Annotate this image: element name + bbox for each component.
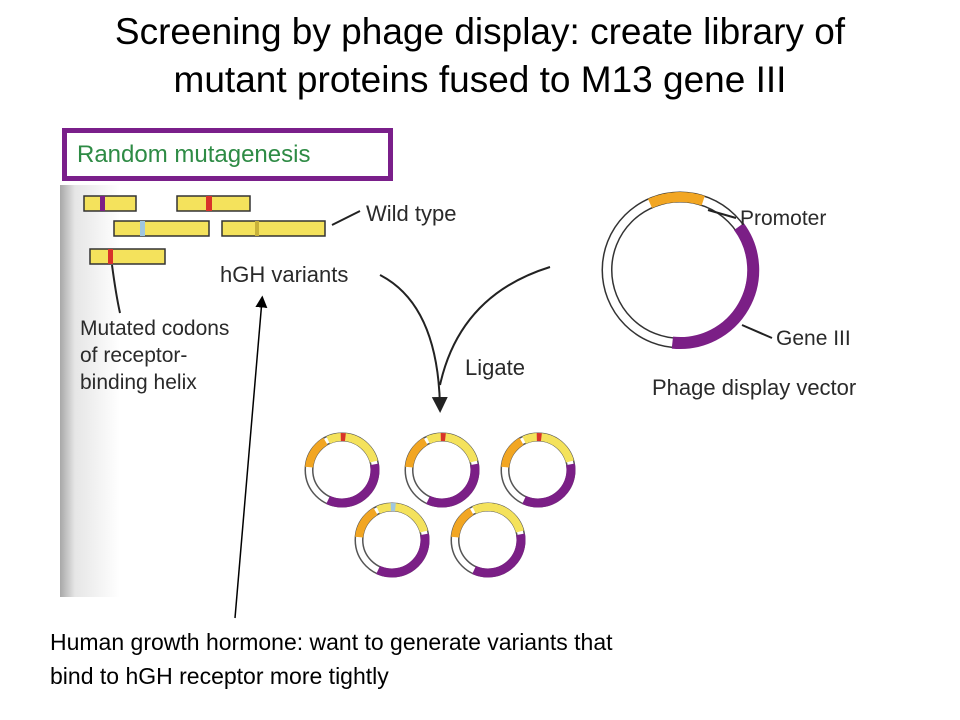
library-insert-segment bbox=[326, 433, 378, 463]
library-gene-iii-segment bbox=[376, 533, 430, 578]
library-promoter-segment bbox=[405, 437, 428, 468]
library-gene-iii-segment bbox=[326, 463, 380, 508]
title-line-1: Screening by phage display: create libra… bbox=[114, 11, 846, 52]
library-promoter-segment bbox=[451, 507, 474, 538]
gene-bar bbox=[176, 195, 251, 212]
gene-bar bbox=[113, 220, 210, 237]
promoter-label: Promoter bbox=[740, 207, 826, 230]
caption: Human growth hormone: want to generate v… bbox=[50, 625, 930, 693]
gene-bar bbox=[89, 248, 166, 265]
caption-line-2: bind to hGH receptor more tightly bbox=[50, 663, 389, 689]
library-insert-segment bbox=[426, 433, 478, 463]
wild-type-leader bbox=[331, 210, 361, 226]
random-mutagenesis-box: Random mutagenesis bbox=[62, 128, 393, 181]
gene-bars bbox=[83, 195, 326, 265]
gene-iii-leader bbox=[741, 324, 773, 339]
library-promoter-segment bbox=[501, 437, 524, 468]
library-gene-iii-segment bbox=[472, 533, 526, 578]
mutated-codons-label-1: Mutated codons bbox=[80, 317, 229, 340]
library-insert-segment bbox=[376, 503, 428, 533]
mutation-mark bbox=[255, 221, 259, 236]
library-gene-iii-segment bbox=[426, 463, 480, 508]
gene-iii-segment bbox=[671, 223, 760, 350]
gene-bar bbox=[83, 195, 137, 212]
wild-type-label: Wild type bbox=[366, 201, 456, 226]
caption-line-1: Human growth hormone: want to generate v… bbox=[50, 629, 613, 655]
random-mutagenesis-label: Random mutagenesis bbox=[77, 141, 311, 168]
mutation-mark bbox=[108, 249, 113, 264]
library-insert-segment bbox=[472, 503, 524, 533]
ligate-arrow-right bbox=[439, 266, 551, 386]
ligate-arrow-left bbox=[379, 274, 448, 413]
slide-title: Screening by phage display: create libra… bbox=[0, 8, 960, 104]
phage-vector-plasmid bbox=[601, 191, 760, 350]
mutation-mark bbox=[140, 221, 145, 236]
phage-display-vector-label: Phage display vector bbox=[652, 375, 856, 400]
library-promoter-segment bbox=[355, 507, 378, 538]
gene-iii-label: Gene III bbox=[776, 327, 851, 350]
hgh-variants-label: hGH variants bbox=[220, 262, 348, 287]
library-insert-segment bbox=[522, 433, 574, 463]
gene-bar bbox=[221, 220, 326, 237]
phage-display-figure: Wild type hGH variants Mutated codons of… bbox=[60, 185, 856, 597]
library-promoter-segment bbox=[305, 437, 328, 468]
mutated-codons-label-3: binding helix bbox=[80, 371, 197, 394]
mutated-leader bbox=[111, 264, 121, 314]
promoter-leader bbox=[707, 209, 737, 219]
ligate-label: Ligate bbox=[465, 355, 525, 380]
mutated-codons-label-2: of receptor- bbox=[80, 344, 187, 367]
mutation-mark bbox=[206, 196, 212, 211]
library-gene-iii-segment bbox=[522, 463, 576, 508]
plasmid-library bbox=[304, 432, 576, 578]
mutation-mark bbox=[100, 196, 105, 211]
title-line-2: mutant proteins fused to M13 gene III bbox=[173, 59, 787, 100]
promoter-segment bbox=[647, 192, 705, 209]
